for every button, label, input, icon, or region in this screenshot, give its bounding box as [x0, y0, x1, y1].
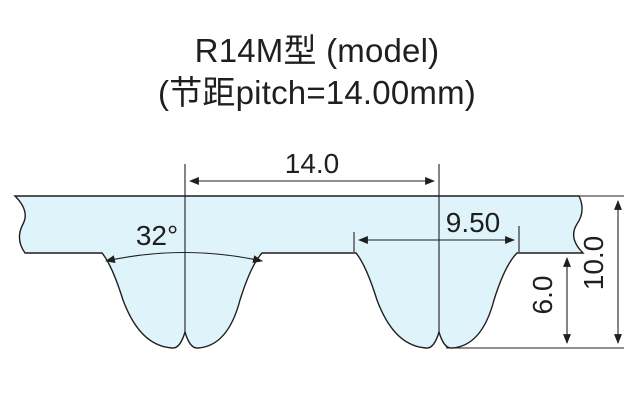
tooth-angle-label: 32°	[136, 220, 178, 251]
title-block: R14M型 (model) (节距pitch=14.00mm)	[0, 30, 634, 114]
belt-body	[13, 195, 585, 349]
title-pitch: (节距pitch=14.00mm)	[158, 74, 476, 111]
tooth-height-label: 6.0	[527, 276, 558, 315]
pitch-dimension-label: 14.0	[285, 148, 340, 179]
tooth-angle-arc	[105, 252, 263, 263]
total-height-label: 10.0	[578, 236, 609, 291]
title-model: R14M型 (model)	[194, 32, 440, 69]
tooth-width-label: 9.50	[446, 207, 501, 238]
